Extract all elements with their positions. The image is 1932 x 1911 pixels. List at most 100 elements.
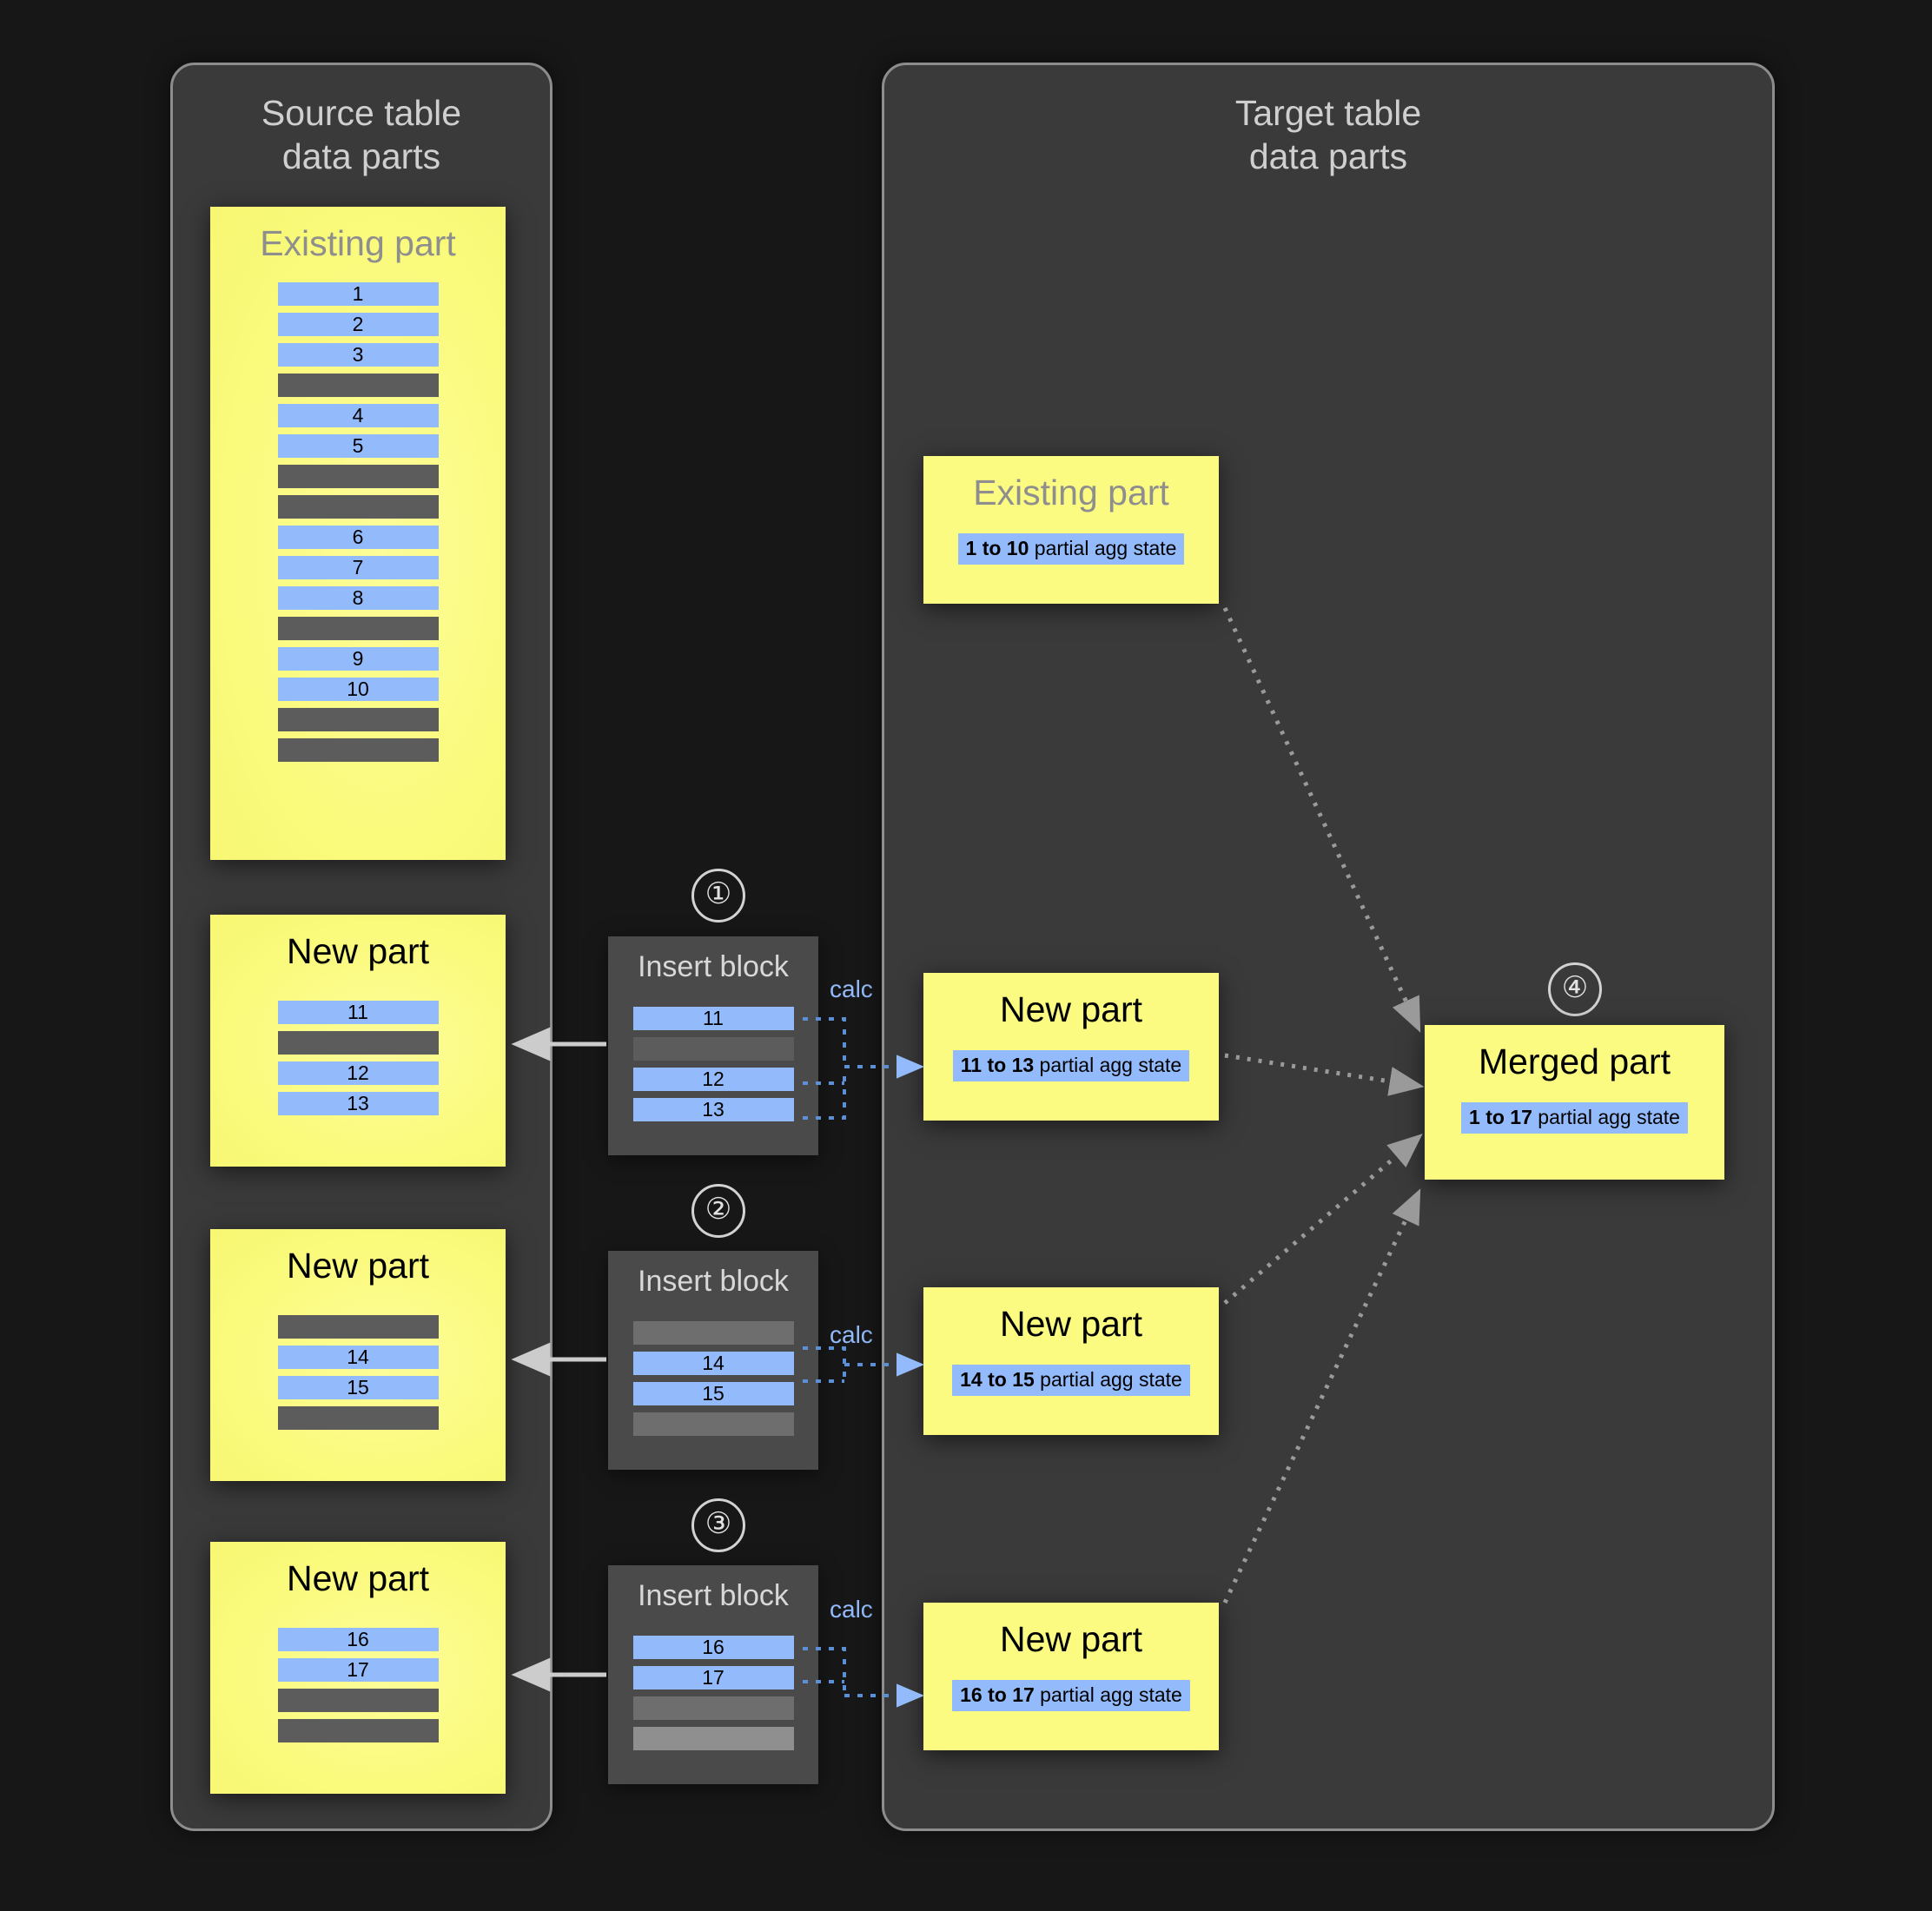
row-17: 17 bbox=[632, 1666, 794, 1689]
merged-part-agg: 1 to 17 partial agg state bbox=[1461, 1102, 1688, 1134]
source-panel-title: Source table data parts bbox=[261, 93, 462, 177]
row-12: 12 bbox=[632, 1068, 794, 1091]
source-new-part-1[interactable]: New part 11 12 13 bbox=[210, 915, 506, 1167]
agg-suffix-merged: partial agg state bbox=[1532, 1106, 1680, 1128]
agg-range-0: 1 to 10 bbox=[965, 537, 1029, 559]
row-15: 15 bbox=[277, 1376, 439, 1399]
insert-block-2-title: Insert block bbox=[638, 1265, 789, 1298]
row-empty-2 bbox=[632, 1696, 794, 1720]
target-new-part-2[interactable]: New part 14 to 15 partial agg state bbox=[923, 1287, 1219, 1435]
row-empty-2 bbox=[277, 1689, 439, 1712]
calc-label-3: calc bbox=[830, 1596, 873, 1623]
target-table-panel: Target table data parts bbox=[882, 63, 1775, 1831]
merged-part-title: Merged part bbox=[1478, 1041, 1671, 1081]
row-9: 9 bbox=[277, 647, 439, 671]
row-12: 12 bbox=[277, 1061, 439, 1085]
row-empty-3 bbox=[277, 1719, 439, 1742]
row-2: 2 bbox=[277, 313, 439, 336]
row-13: 13 bbox=[632, 1098, 794, 1121]
row-empty-0 bbox=[632, 1321, 794, 1345]
row-7: 7 bbox=[277, 556, 439, 579]
target-existing-part-title: Existing part bbox=[973, 473, 1169, 512]
row-empty-0 bbox=[277, 1315, 439, 1339]
merged-part-agg-wrap: 1 to 17 partial agg state bbox=[1425, 1102, 1724, 1134]
row-11: 11 bbox=[632, 1007, 794, 1030]
row-empty-3 bbox=[632, 1727, 794, 1750]
row-14: 14 bbox=[277, 1346, 439, 1369]
row-6: 6 bbox=[277, 526, 439, 549]
source-new-part-3-title: New part bbox=[286, 1558, 430, 1598]
insert-block-1-rows: 11 12 13 bbox=[608, 1007, 818, 1121]
merged-part[interactable]: Merged part 1 to 17 partial agg state bbox=[1425, 1025, 1724, 1180]
agg-range-merged: 1 to 17 bbox=[1469, 1106, 1532, 1128]
target-panel-title: Target table data parts bbox=[1234, 93, 1422, 177]
target-new-part-2-agg-wrap: 14 to 15 partial agg state bbox=[923, 1365, 1219, 1396]
source-existing-part[interactable]: Existing part 1 2 3 4 5 6 7 8 9 10 bbox=[210, 207, 506, 860]
row-empty-14 bbox=[277, 708, 439, 731]
source-existing-part-rows: 1 2 3 4 5 6 7 8 9 10 bbox=[210, 282, 506, 762]
target-new-part-1-agg: 11 to 13 partial agg state bbox=[952, 1050, 1190, 1081]
target-new-part-1[interactable]: New part 11 to 13 partial agg state bbox=[923, 973, 1219, 1121]
target-new-part-1-title: New part bbox=[999, 989, 1143, 1029]
row-empty-1 bbox=[632, 1037, 794, 1061]
row-empty-11 bbox=[277, 617, 439, 640]
row-3: 3 bbox=[277, 343, 439, 367]
row-empty-3 bbox=[277, 1406, 439, 1430]
row-empty-6 bbox=[277, 465, 439, 488]
step-badge-4: ④ bbox=[1548, 962, 1602, 1016]
row-empty-1 bbox=[277, 1031, 439, 1055]
row-empty-3 bbox=[632, 1412, 794, 1436]
target-existing-part-agg-wrap: 1 to 10 partial agg state bbox=[923, 533, 1219, 565]
row-16: 16 bbox=[632, 1636, 794, 1659]
source-new-part-1-title: New part bbox=[286, 931, 430, 971]
insert-block-3-title: Insert block bbox=[638, 1579, 789, 1612]
source-new-part-1-rows: 11 12 13 bbox=[210, 1001, 506, 1115]
target-new-part-3-agg-wrap: 16 to 17 partial agg state bbox=[923, 1680, 1219, 1711]
source-existing-part-title: Existing part bbox=[260, 223, 456, 263]
target-new-part-2-agg: 14 to 15 partial agg state bbox=[952, 1365, 1190, 1396]
agg-range-2: 14 to 15 bbox=[960, 1368, 1035, 1391]
calc-label-1: calc bbox=[830, 975, 873, 1002]
row-8: 8 bbox=[277, 586, 439, 610]
row-5: 5 bbox=[277, 434, 439, 458]
target-new-part-2-title: New part bbox=[999, 1304, 1143, 1344]
insert-block-1[interactable]: Insert block 11 12 13 bbox=[608, 936, 818, 1155]
target-new-part-1-agg-wrap: 11 to 13 partial agg state bbox=[923, 1050, 1219, 1081]
agg-suffix-3: partial agg state bbox=[1034, 1683, 1182, 1706]
target-existing-part[interactable]: Existing part 1 to 10 partial agg state bbox=[923, 456, 1219, 604]
target-new-part-3-agg: 16 to 17 partial agg state bbox=[952, 1680, 1190, 1711]
target-existing-part-agg: 1 to 10 partial agg state bbox=[957, 533, 1185, 565]
row-10: 10 bbox=[277, 678, 439, 701]
agg-suffix-1: partial agg state bbox=[1034, 1054, 1182, 1076]
row-empty-15 bbox=[277, 738, 439, 762]
calc-label-2: calc bbox=[830, 1321, 873, 1348]
target-new-part-3-title: New part bbox=[999, 1619, 1143, 1659]
agg-range-1: 11 to 13 bbox=[960, 1054, 1035, 1076]
target-new-part-3[interactable]: New part 16 to 17 partial agg state bbox=[923, 1603, 1219, 1750]
row-11: 11 bbox=[277, 1001, 439, 1024]
row-empty-7 bbox=[277, 495, 439, 519]
agg-suffix-2: partial agg state bbox=[1034, 1368, 1182, 1391]
row-17: 17 bbox=[277, 1658, 439, 1682]
step-badge-3: ③ bbox=[691, 1498, 745, 1552]
row-14: 14 bbox=[632, 1352, 794, 1375]
step-badge-2: ② bbox=[691, 1184, 745, 1238]
row-13: 13 bbox=[277, 1092, 439, 1115]
row-4: 4 bbox=[277, 404, 439, 427]
agg-suffix-0: partial agg state bbox=[1029, 537, 1177, 559]
agg-range-3: 16 to 17 bbox=[960, 1683, 1035, 1706]
insert-block-1-title: Insert block bbox=[638, 950, 789, 983]
row-1: 1 bbox=[277, 282, 439, 306]
row-empty-3 bbox=[277, 374, 439, 397]
row-15: 15 bbox=[632, 1382, 794, 1405]
source-new-part-2-title: New part bbox=[286, 1246, 430, 1286]
step-badge-1: ① bbox=[691, 869, 745, 922]
